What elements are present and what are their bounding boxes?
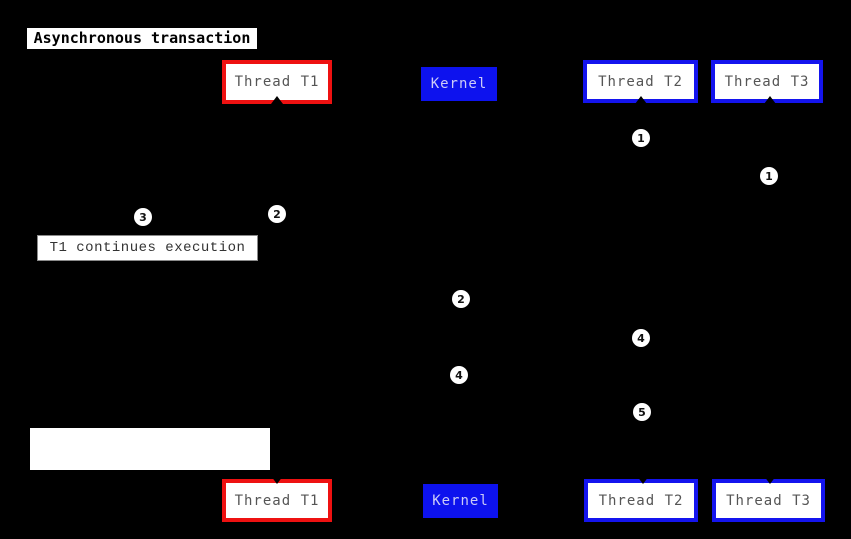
actor-thread-t2-bottom: Thread T2 xyxy=(584,479,698,522)
step-marker-5: 5 xyxy=(633,403,651,421)
step-marker-2-t1: 2 xyxy=(268,205,286,223)
arrowhead-up-t2-top-icon xyxy=(635,96,647,104)
step-marker-1-t2: 1 xyxy=(632,129,650,147)
note-t1-continues: T1 continues execution xyxy=(37,235,258,261)
actor-kernel-top: Kernel xyxy=(421,67,497,101)
arrowhead-down-t1-bottom-icon xyxy=(271,476,283,484)
actor-thread-t3-top: Thread T3 xyxy=(711,60,823,103)
step-marker-1-t3: 1 xyxy=(760,167,778,185)
step-marker-4-t2: 4 xyxy=(632,329,650,347)
actor-thread-t1-bottom: Thread T1 xyxy=(222,479,332,522)
arrowhead-up-t1-top-icon xyxy=(271,96,283,104)
note-blank xyxy=(30,428,270,470)
actor-thread-t3-bottom: Thread T3 xyxy=(712,479,825,522)
diagram-title: Asynchronous transaction xyxy=(27,28,257,49)
arrowhead-up-t3-top-icon xyxy=(764,96,776,104)
arrowhead-down-t2-bottom-icon xyxy=(637,476,649,484)
arrowhead-down-t3-bottom-icon xyxy=(764,476,776,484)
step-marker-2-kernel: 2 xyxy=(452,290,470,308)
step-marker-3: 3 xyxy=(134,208,152,226)
step-marker-4-kernel: 4 xyxy=(450,366,468,384)
actor-kernel-bottom: Kernel xyxy=(423,484,498,518)
